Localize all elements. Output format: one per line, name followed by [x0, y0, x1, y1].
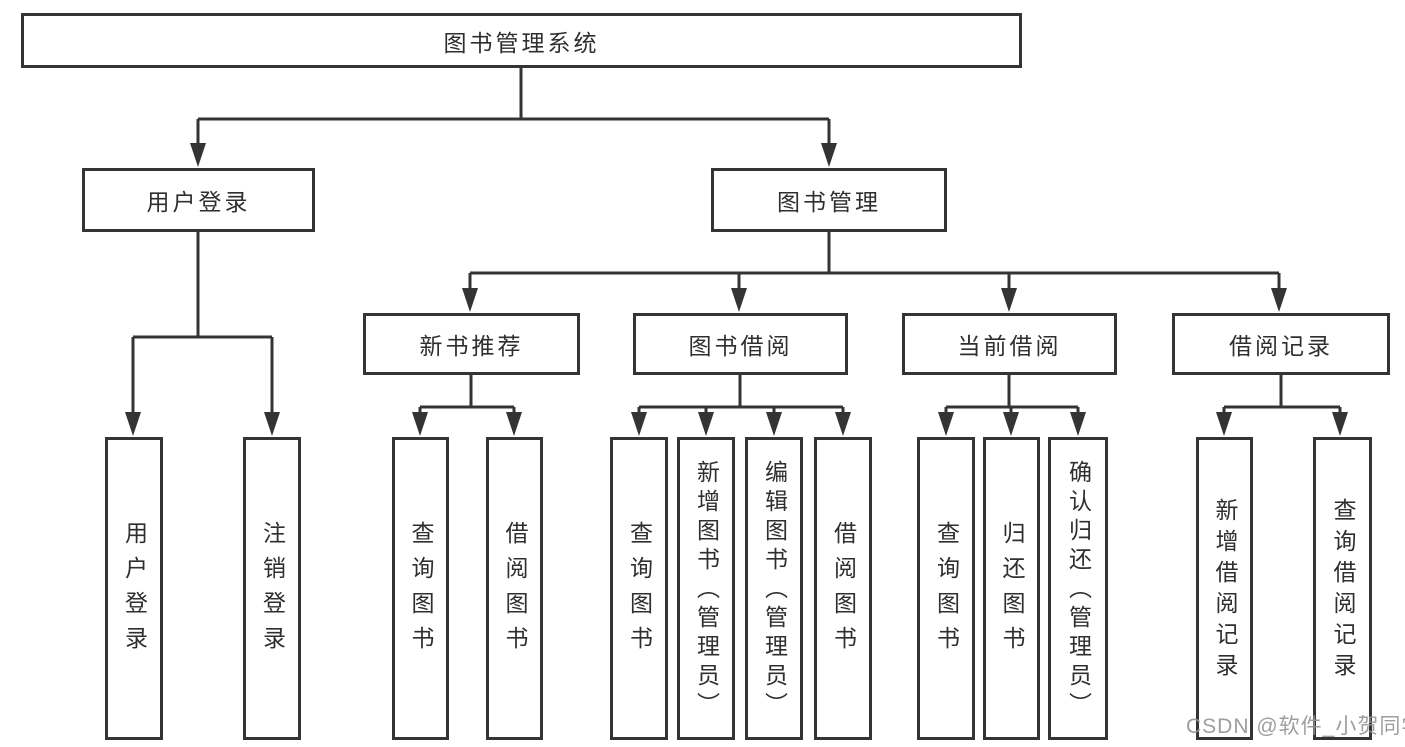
node-label: 图书管理系统 — [443, 29, 600, 56]
leaf-query-books-borrowing: 查询图书 — [610, 437, 668, 740]
arrowhead-icon — [412, 412, 428, 436]
connector-line — [944, 375, 1080, 413]
arrowhead-icon — [1271, 288, 1287, 312]
leaf-add-books-admin: 新增图书（管理员） — [677, 437, 735, 740]
connector-book-borrowing-to-leaves — [631, 375, 851, 436]
node-label: 借阅图书 — [502, 520, 528, 661]
node-label: 新书推荐 — [419, 333, 524, 359]
leaf-borrow-books-borrowing: 借阅图书 — [814, 437, 872, 740]
node-label: 新增借阅记录 — [1212, 497, 1238, 684]
arrowhead-icon — [1216, 412, 1232, 436]
arrowhead-icon — [462, 288, 478, 312]
arrowhead-icon — [938, 412, 954, 436]
connector-line — [1222, 375, 1342, 413]
arrowhead-icon — [835, 412, 851, 436]
node-label: 图书管理 — [777, 189, 881, 215]
node-label: 编辑图书（管理员） — [761, 460, 788, 721]
connector-book-management-to-level3 — [462, 232, 1287, 312]
arrowhead-icon — [506, 412, 522, 436]
arrowhead-icon — [1003, 412, 1019, 436]
node-label: 归还图书 — [999, 520, 1025, 661]
node-new-book-recommendation: 新书推荐 — [363, 313, 580, 375]
node-label: 用户登录 — [146, 189, 251, 215]
arrowhead-icon — [1001, 288, 1017, 312]
node-label: 图书借阅 — [688, 333, 793, 359]
node-current-borrowing: 当前借阅 — [902, 313, 1117, 375]
node-borrowing-records: 借阅记录 — [1172, 313, 1390, 375]
node-label: 查询图书 — [933, 520, 960, 661]
node-label: 查询图书 — [408, 520, 434, 661]
leaf-return-books: 归还图书 — [983, 437, 1040, 740]
arrowhead-icon — [1070, 412, 1086, 436]
connector-line — [468, 232, 1281, 289]
arrowhead-icon — [631, 412, 647, 436]
connector-user-login-to-leaves — [125, 232, 280, 436]
leaf-query-borrowing-record: 查询借阅记录 — [1313, 437, 1372, 740]
arrowhead-icon — [766, 412, 782, 436]
node-label: 借阅记录 — [1229, 333, 1333, 359]
leaf-user-login: 用户登录 — [105, 437, 163, 740]
connector-current-borrowing-to-leaves — [938, 375, 1086, 436]
connector-line — [418, 375, 516, 413]
connector-borrowing-records-to-leaves — [1216, 375, 1348, 436]
arrowhead-icon — [190, 143, 206, 167]
arrowhead-icon — [731, 288, 747, 312]
node-label: 查询图书 — [626, 520, 653, 661]
leaf-edit-books-admin: 编辑图书（管理员） — [745, 437, 803, 740]
leaf-logout: 注销登录 — [243, 437, 301, 740]
node-label: 查询借阅记录 — [1330, 497, 1356, 684]
arrowhead-icon — [698, 412, 714, 436]
connector-new-book-recommendation-to-leaves — [412, 375, 522, 436]
node-label: 确认归还（管理员） — [1065, 460, 1092, 721]
leaf-query-books-current: 查询图书 — [917, 437, 975, 740]
node-label: 用户登录 — [121, 520, 148, 661]
node-book-management: 图书管理 — [711, 168, 947, 232]
node-user-login: 用户登录 — [82, 168, 315, 232]
arrowhead-icon — [1332, 412, 1348, 436]
arrowhead-icon — [264, 412, 280, 436]
leaf-query-books-recommend: 查询图书 — [392, 437, 449, 740]
connector-line — [637, 375, 845, 413]
connector-root-to-level2 — [190, 68, 837, 167]
leaf-confirm-return-admin: 确认归还（管理员） — [1048, 437, 1108, 740]
node-label: 当前借阅 — [957, 333, 1062, 359]
csdn-watermark: CSDN @软件_小贺同学 — [1186, 715, 1405, 738]
node-book-borrowing: 图书借阅 — [633, 313, 848, 375]
connector-line — [131, 232, 274, 413]
connector-line — [196, 68, 831, 145]
node-label: 借阅图书 — [830, 520, 857, 661]
arrowhead-icon — [821, 143, 837, 167]
node-root-library-management-system: 图书管理系统 — [21, 13, 1022, 68]
node-label: 新增图书（管理员） — [693, 460, 720, 721]
node-label: 注销登录 — [259, 520, 286, 661]
arrowhead-icon — [125, 412, 141, 436]
leaf-borrow-books-recommend: 借阅图书 — [486, 437, 543, 740]
leaf-add-borrowing-record: 新增借阅记录 — [1196, 437, 1253, 740]
